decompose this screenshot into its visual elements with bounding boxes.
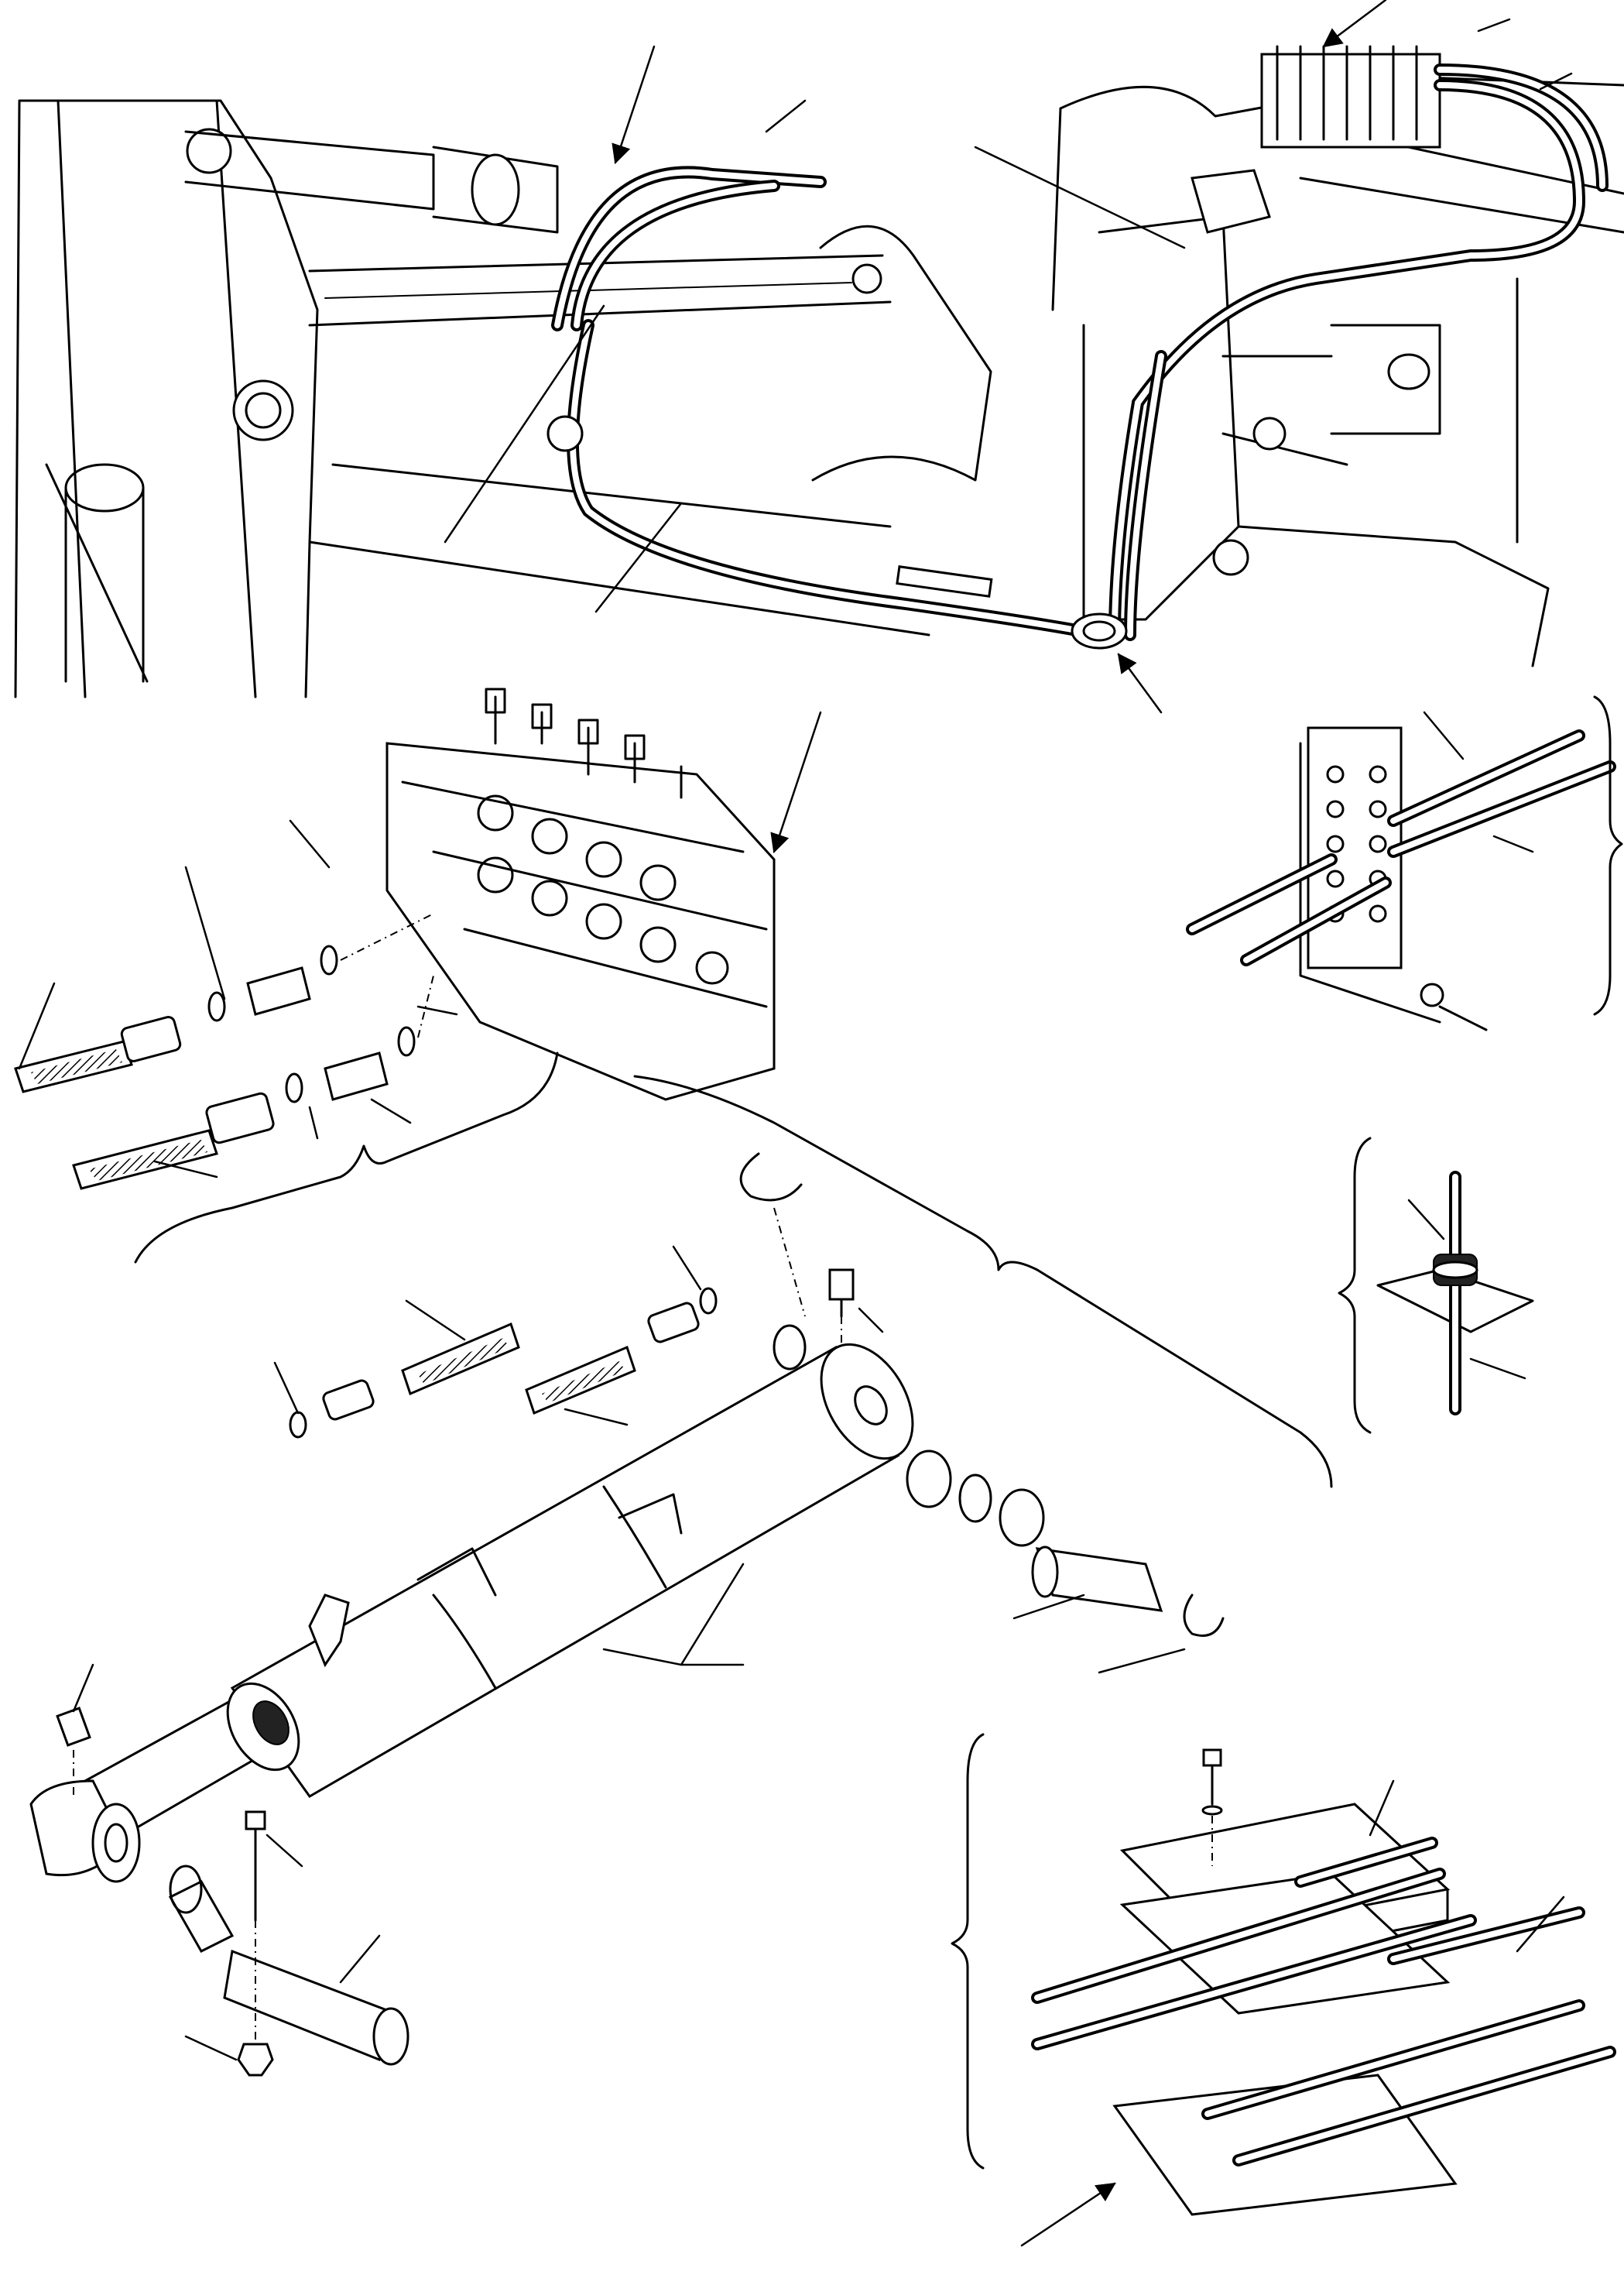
grommet-plate (1376, 1268, 1534, 1333)
boom-side-panel (14, 99, 149, 698)
clamped-hose-bundle (1031, 1837, 1616, 2167)
control-valve-fittings-view (14, 688, 822, 1264)
callout-arrow (1322, 0, 1387, 48)
callout-arrow (770, 711, 822, 853)
group-brace (951, 1733, 985, 2170)
leader-line (974, 146, 1186, 249)
arm-plate (811, 225, 992, 482)
elbow-fitting (308, 1594, 350, 1668)
hose-sleeve (896, 565, 993, 598)
grease-nipple (56, 1707, 91, 1796)
swing-frame (1051, 76, 1624, 667)
group-brace (1593, 695, 1623, 1016)
callout-arrow (612, 45, 656, 164)
leader-line (594, 502, 683, 613)
leader-line (1477, 18, 1511, 33)
hose-clamp-bracket-view (951, 1733, 1616, 2247)
pivot-pin-left (223, 1949, 409, 2066)
bushing (168, 1880, 235, 1953)
callout-arrow (1020, 2182, 1116, 2247)
swing-clamp-plate (1191, 169, 1271, 234)
boom-pin-boss (186, 128, 232, 174)
hose-end-fitting-upper (14, 945, 338, 1093)
group-brace (633, 1075, 1333, 1488)
cylinder-tube (230, 1324, 914, 1798)
boom-pivot-boss (232, 379, 294, 441)
boom-hose-routing-view (14, 0, 1624, 714)
control-valve-top (1260, 45, 1441, 149)
group-brace (1338, 1137, 1372, 1434)
pin-snap-ring (1183, 1594, 1225, 1637)
clamp-bracket-assembly (1031, 1748, 1616, 2216)
leader-line (1539, 72, 1573, 91)
hose-grommet-view (1338, 1137, 1534, 1434)
piston-rod (29, 1682, 300, 1883)
hose-assembly-b (525, 1287, 718, 1415)
clamp-plate (1307, 726, 1403, 969)
grease-fitting (828, 1268, 855, 1318)
leader-line (444, 304, 605, 544)
bolt-and-nut (237, 1810, 274, 2077)
hose-assembly-a (289, 1322, 520, 1439)
pivot-pin-right (1031, 1546, 1225, 1637)
clamped-hose (1186, 729, 1616, 966)
callout-arrow (1117, 653, 1163, 714)
hose-clamp-plate-view (1186, 695, 1623, 1031)
snap-ring (739, 1152, 803, 1202)
group-brace (134, 1052, 559, 1264)
hose-grommet-ring (1071, 612, 1128, 650)
hose-end-fitting-lower (72, 1026, 416, 1190)
hydraulic-cylinder-view (29, 1075, 1333, 2077)
bushing-set (168, 1449, 1045, 1953)
control-valve-block (385, 688, 776, 1101)
leader-line (765, 99, 807, 133)
clamp-bolt (1201, 1748, 1223, 1866)
